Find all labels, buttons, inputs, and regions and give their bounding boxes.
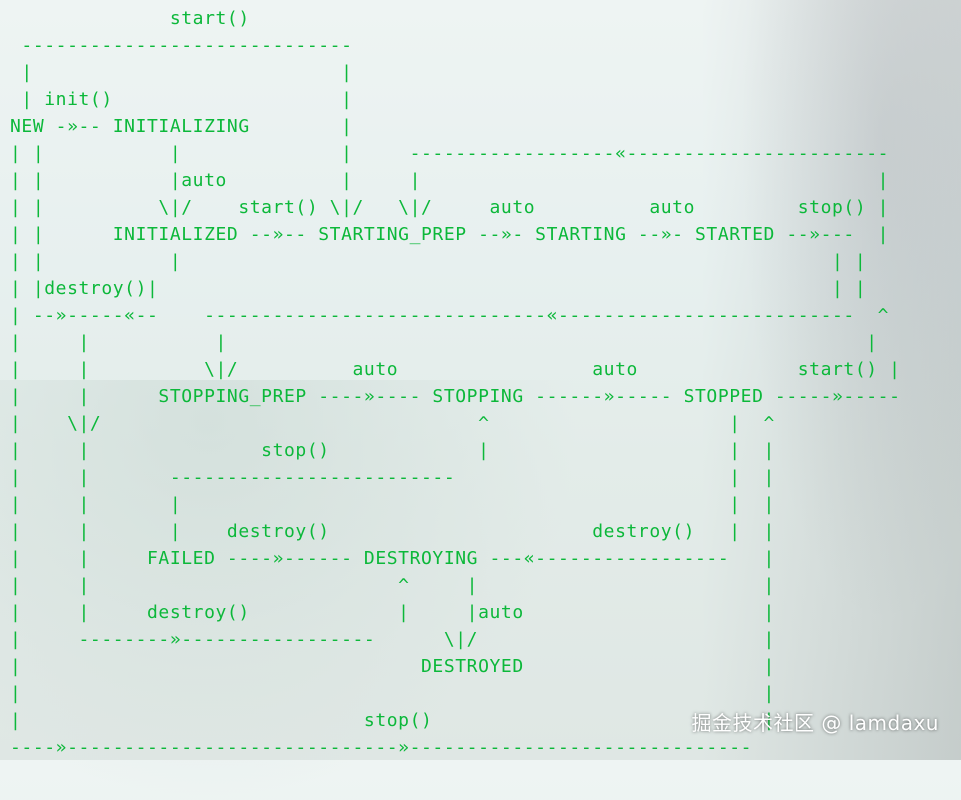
background-hill <box>0 380 580 800</box>
background-illustration <box>701 0 961 760</box>
lifecycle-state-diagram: start() ----------------------------- | … <box>10 8 901 758</box>
watermark: 掘金技术社区 @ lamdaxu <box>691 711 939 735</box>
